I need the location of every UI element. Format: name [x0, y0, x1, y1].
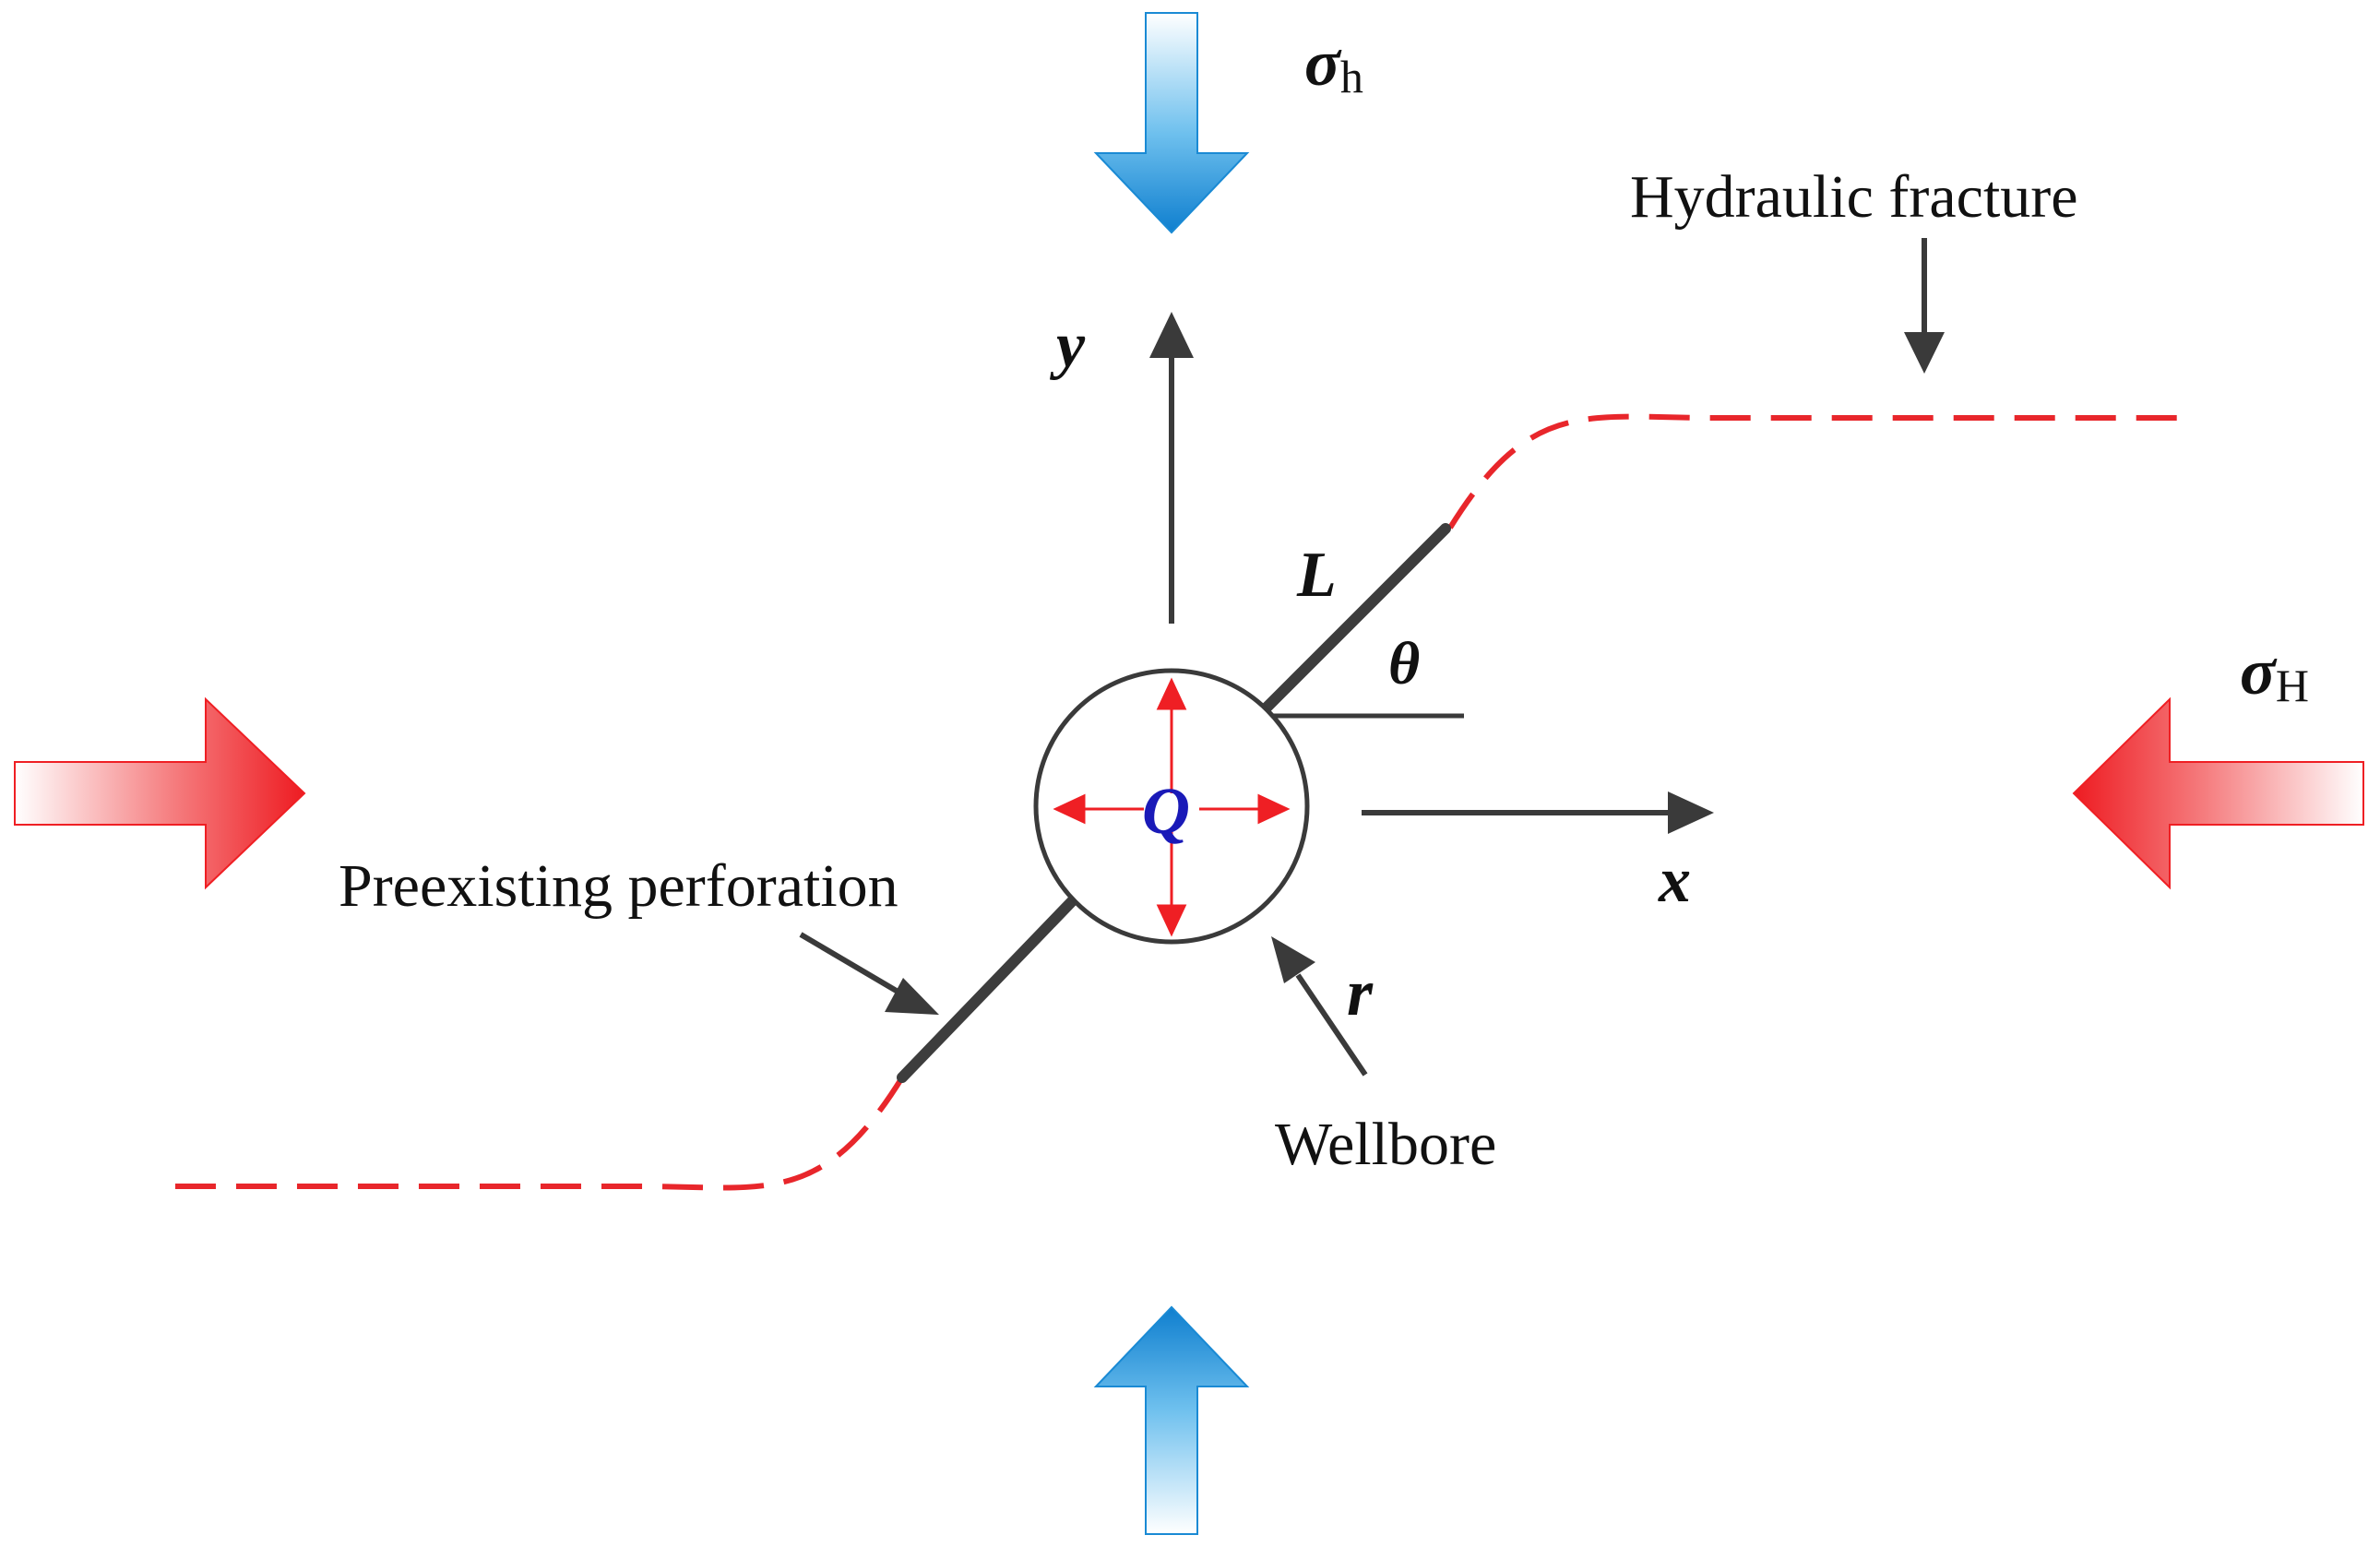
- hydraulic-fracture-lower: [161, 1076, 905, 1191]
- wellbore-label: Wellbore: [1275, 1111, 1496, 1178]
- angle-label: θ: [1388, 630, 1420, 697]
- wellbore-pointer-head: [1271, 936, 1315, 983]
- flow-rate-label: Q: [1142, 774, 1190, 848]
- hydraulic-fracture-label: Hydraulic fracture: [1630, 163, 2078, 231]
- x-axis-label: x: [1658, 845, 1691, 916]
- top-stress-arrow: [1093, 12, 1250, 234]
- sigma-h-label: σh: [1304, 26, 1363, 102]
- y-axis-arrowhead: [1149, 312, 1194, 358]
- y-axis-label: y: [1050, 310, 1086, 381]
- sigma-H-label: σH: [2240, 635, 2309, 711]
- perforation-upper: [1258, 523, 1451, 716]
- perforation-pointer-head: [885, 978, 939, 1015]
- perforation-pointer: [799, 932, 901, 995]
- perforation-lower: [897, 893, 1080, 1083]
- hydraulic-fracture-pointer-head: [1904, 332, 1945, 374]
- bottom-stress-arrow: [1093, 1305, 1250, 1535]
- pressure-arrows: [1053, 677, 1291, 937]
- wellbore-circle: [1033, 668, 1310, 945]
- wellbore-pointer: [1295, 973, 1368, 1077]
- left-stress-arrow: [14, 696, 306, 890]
- length-label: L: [1296, 540, 1337, 611]
- preexisting-perforation-label: Preexisting perforation: [339, 852, 898, 920]
- radius-label: r: [1347, 956, 1374, 1029]
- right-stress-arrow: [2072, 696, 2364, 890]
- x-axis-arrowhead: [1668, 791, 1714, 834]
- hydraulic-fracture-upper: [1447, 413, 2177, 530]
